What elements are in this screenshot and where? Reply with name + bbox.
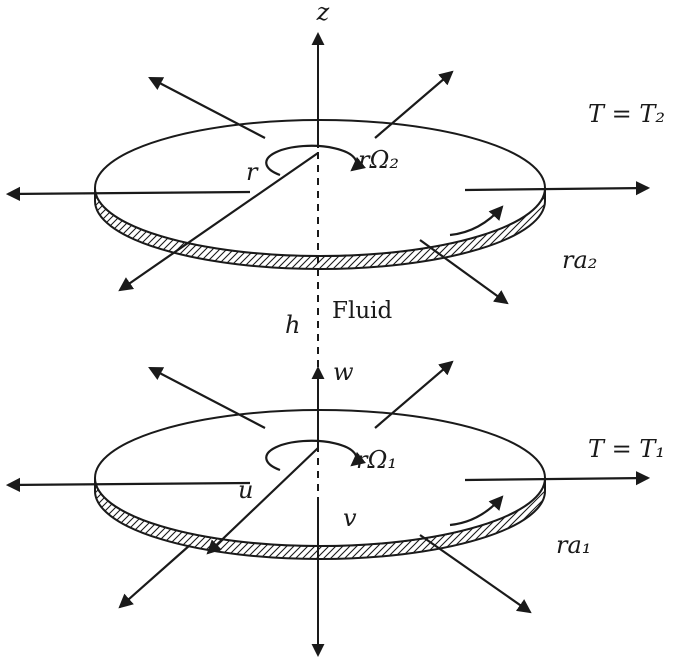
- r-coordinate-arrow: [118, 152, 319, 292]
- label-swirl-lower: rΩ₁: [356, 446, 397, 474]
- lower-arrow-down-left: [118, 544, 191, 609]
- label-radial-velocity: u: [238, 476, 253, 504]
- label-temperature-lower: T = T₁: [588, 435, 665, 463]
- label-temperature-upper: T = T₂: [588, 100, 665, 128]
- lower-arrow-right: [464, 470, 651, 486]
- upper-swirl-circle: [265, 144, 366, 177]
- upper-disk-arrows: [5, 70, 651, 305]
- upper-disk-surface: [94, 119, 546, 257]
- upper-rotation-curved-arrow: [449, 205, 504, 237]
- lower-disk: [94, 409, 546, 560]
- label-swirl-upper: rΩ₂: [358, 146, 399, 174]
- lower-arrow-left: [5, 477, 251, 493]
- lower-disk-arrows: [5, 360, 651, 614]
- lower-arrow-up-right: [374, 360, 454, 429]
- label-axial-velocity: w: [333, 358, 354, 386]
- lower-arrow-up-left: [148, 367, 266, 429]
- upper-arrow-right: [464, 180, 651, 196]
- label-stretch-upper: ra₂: [562, 246, 597, 274]
- label-radial-coordinate: r: [246, 158, 259, 186]
- upper-arrow-up-right: [374, 70, 454, 139]
- lower-arrow-down-right: [419, 534, 532, 614]
- label-stretch-lower: ra₁: [556, 531, 591, 559]
- upper-arrow-down-right: [419, 239, 509, 305]
- lower-swirl-circle: [265, 439, 366, 472]
- label-fluid: Fluid: [332, 298, 392, 324]
- labels: z T = T₂ r rΩ₂ ra₂ Fluid h w T = T₁ rΩ₁ …: [238, 0, 665, 559]
- upper-arrow-left: [5, 186, 251, 202]
- upper-disk: [94, 119, 546, 270]
- lower-rotation-curved-arrow: [449, 495, 504, 527]
- u-velocity-arrow: [206, 447, 319, 555]
- label-gap-height: h: [285, 311, 300, 339]
- label-tangential-velocity: v: [343, 504, 357, 532]
- upper-arrow-up-left: [148, 77, 266, 139]
- label-z-axis: z: [316, 0, 330, 26]
- lower-disk-surface: [94, 409, 546, 547]
